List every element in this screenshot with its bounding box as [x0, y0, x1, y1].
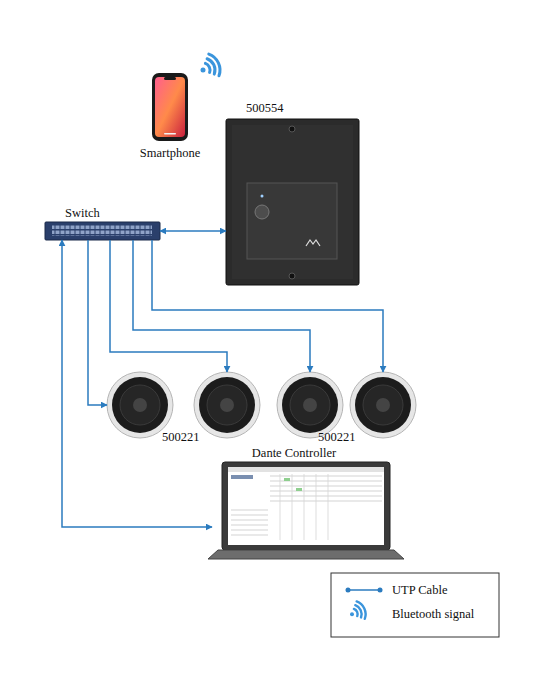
utp-cable — [62, 240, 212, 527]
device-label: 500221 — [162, 430, 212, 444]
laptop-base — [208, 550, 404, 559]
speaker-node: 500221 — [277, 372, 343, 438]
plate-face — [232, 125, 353, 279]
signal-arc — [355, 605, 361, 617]
signal-dot — [350, 612, 354, 616]
app-titlebar — [228, 467, 384, 472]
signal-arc — [205, 63, 210, 72]
speaker-tweeter — [133, 398, 147, 412]
speaker-grille — [282, 377, 338, 433]
wall-plate-node: 500554 — [226, 100, 359, 285]
speaker-cone — [120, 385, 160, 425]
speaker-node: 500221 — [107, 372, 173, 438]
app-grid-columns — [280, 474, 328, 540]
speaker-node — [194, 372, 260, 438]
utp-cable — [160, 230, 226, 232]
bluetooth-icon — [201, 54, 220, 76]
legend-cable-end — [378, 588, 383, 593]
speaker-rim — [107, 372, 173, 438]
switch-body — [45, 222, 160, 240]
speaker-cone — [363, 385, 403, 425]
utp-cable — [110, 240, 227, 372]
smartphone-drawing — [152, 73, 188, 141]
plate-logo-mark — [306, 240, 320, 246]
switch-ports — [52, 225, 152, 236]
speaker-rim — [350, 372, 416, 438]
smartphone-node: Smartphone — [130, 72, 210, 160]
phone-screen — [155, 77, 185, 137]
laptop-drawing — [208, 462, 404, 559]
phone-body — [152, 73, 188, 141]
speaker-drawing — [277, 372, 343, 438]
utp-cable — [133, 240, 310, 372]
plate-screw — [289, 273, 295, 279]
plate-screw — [289, 126, 295, 132]
signal-arc — [357, 601, 366, 618]
speaker-node — [350, 372, 416, 438]
plate-led — [261, 195, 264, 198]
device-label: 500554 — [246, 101, 306, 115]
network-switch-node: Switch — [45, 206, 160, 240]
speaker-rim — [194, 372, 260, 438]
legend-label: UTP Cable — [392, 583, 447, 597]
device-label: Dante Controller — [200, 446, 388, 460]
signal-dot — [201, 68, 206, 73]
laptop-lid — [222, 462, 390, 550]
signal-arc — [207, 59, 215, 74]
laptop-display — [228, 467, 384, 545]
device-label: Smartphone — [130, 146, 210, 160]
legend-drawing — [331, 573, 499, 637]
plate-frame — [226, 119, 359, 285]
app-logo — [231, 475, 253, 479]
device-label: 500221 — [318, 430, 368, 444]
speaker-rim — [277, 372, 343, 438]
app-cell-mark — [296, 488, 302, 491]
signal-arc — [354, 609, 358, 616]
speaker-drawing — [107, 372, 173, 438]
plate-button — [255, 205, 269, 219]
legend-label: Bluetooth signal — [392, 607, 474, 621]
phone-home-bar — [164, 133, 176, 135]
legend-cable-end — [346, 588, 351, 593]
speaker-tweeter — [220, 398, 234, 412]
speaker-tweeter — [303, 398, 317, 412]
switch-drawing — [45, 222, 160, 240]
speaker-drawing — [350, 372, 416, 438]
legend-box — [331, 573, 499, 637]
legend-bluetooth-sample — [350, 601, 366, 618]
speaker-grille — [112, 377, 168, 433]
legend-cable-sample — [348, 589, 380, 591]
speaker-drawing — [194, 372, 260, 438]
speaker-grille — [199, 377, 255, 433]
speaker-cone — [290, 385, 330, 425]
utp-cable — [88, 240, 107, 405]
device-label: Switch — [65, 206, 125, 220]
phone-notch — [164, 77, 176, 80]
speaker-tweeter — [376, 398, 390, 412]
utp-cable — [152, 240, 383, 372]
laptop-node: Dante Controller — [212, 446, 400, 560]
speaker-grille — [355, 377, 411, 433]
app-grid-rows — [231, 476, 382, 535]
app-cell-mark — [284, 478, 290, 481]
wall-plate-drawing — [226, 119, 359, 285]
speaker-cone — [207, 385, 247, 425]
signal-arc — [209, 54, 220, 76]
plate-module — [247, 183, 337, 259]
